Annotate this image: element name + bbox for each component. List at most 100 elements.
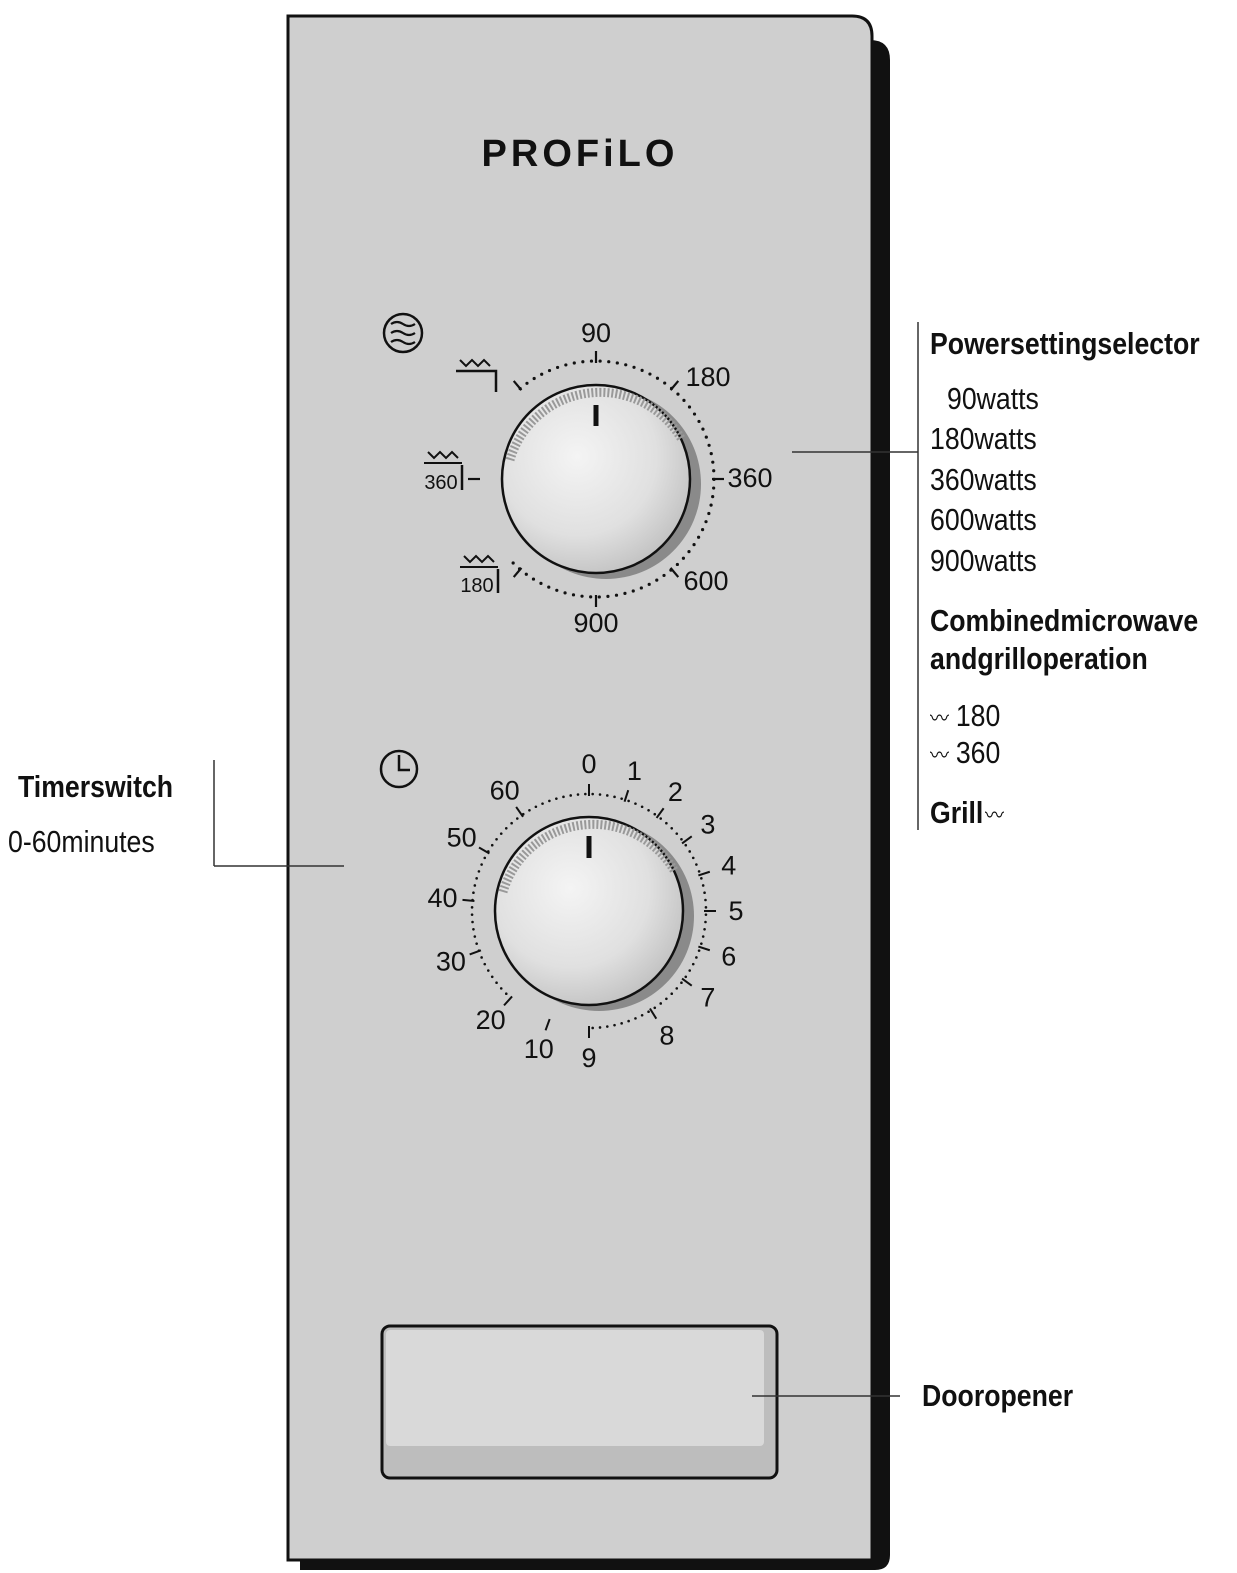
dial-dot [700,942,703,945]
dial-dot [653,1006,657,1010]
dial-dot [524,572,528,576]
dial-dot [704,913,708,916]
dial-dot [634,802,637,805]
dial-dot [607,360,611,364]
timer-dial-label-3: 3 [700,810,715,840]
dial-dot [704,898,707,902]
dial-dot [703,928,706,931]
dial-dot [688,969,692,972]
dial-dot [695,956,698,959]
dial-dot [662,573,666,578]
timer-dial-label-30: 30 [436,946,466,976]
dial-dot [684,843,688,847]
brand-logo: PROFiLO [482,133,679,175]
dial-dot [639,586,643,590]
dial-dot [606,594,610,598]
dial-dot [680,837,683,841]
dial-dot [703,891,706,894]
power-selector-knob[interactable] [500,383,701,579]
timer-dial-label-40: 40 [428,883,458,913]
grill-combo-180-label: 180 [460,575,493,597]
dial-dot [653,812,657,816]
dial-dot [659,817,663,820]
dial-dot [688,850,692,853]
dial-dot [704,435,708,439]
power-dial-label-900: 900 [573,608,618,638]
dial-tick [515,806,524,818]
dial-tick [649,1007,658,1020]
combined-heading-line2: andgrilloperation [930,641,1148,676]
dial-dot [701,884,705,887]
dial-dot [640,805,644,809]
dial-dot [613,795,616,799]
dial-dot [499,987,503,990]
dial-dot [676,392,680,396]
dial-dot [539,581,543,585]
dial-dot [483,856,487,860]
dial-dot [675,987,679,990]
dial-dot [480,956,483,959]
dial-tick [669,380,680,391]
power-selector-heading: Powersettingselector [930,326,1200,361]
dial-dot [504,826,508,830]
dial-dot [475,942,478,945]
timer-dial-label-5: 5 [728,896,743,926]
dial-dot [712,486,716,490]
timer-switch-knob[interactable] [493,815,694,1011]
timer-dial-scale [462,784,716,1038]
dial-tick [681,977,693,987]
timer-dial-label-20: 20 [476,1005,506,1035]
timer-dial-label-2: 2 [668,777,683,807]
dial-dot [571,593,576,597]
combined-option-180: 〰180 [930,698,1000,734]
dial-dot [580,594,584,598]
dial-tick [681,835,693,845]
dial-dot [606,794,609,797]
dial-dot [627,1019,630,1023]
timer-dial-label-9: 9 [581,1043,596,1073]
power-option-900: 900watts [930,543,1037,578]
dial-dot [655,376,660,380]
dial-dot [707,443,711,447]
dial-dot [472,928,475,931]
dial-dot [697,535,701,539]
combined-option-180-label: 180 [955,698,1001,733]
dial-dot [704,920,707,924]
dial-dot [471,920,474,924]
dial-dot [709,503,713,507]
timer-dial-label-50: 50 [447,823,477,853]
dial-dot [631,589,635,593]
dial-dot [473,935,477,938]
door-opener-button[interactable] [380,1324,779,1480]
dial-dot [647,582,651,586]
power-dial-label-180: 180 [685,362,730,392]
dial-dot [480,863,483,866]
dial-dot [647,1010,650,1014]
power-dial-scale [468,351,724,607]
timer-dial-label-1: 1 [627,756,642,786]
dial-dot [499,832,503,835]
dial-dot [483,962,487,966]
dial-dot [687,405,692,409]
dial-dot [547,585,551,589]
dial-dot [670,992,674,996]
dial-dot [534,805,538,809]
dial-tick [478,846,490,855]
dial-dot [531,577,536,581]
dial-dot [640,368,644,372]
dial-dot [555,797,558,800]
dial-dot [589,595,593,599]
dial-dot [591,1026,594,1030]
dial-dot [712,469,716,473]
dial-dot [510,821,513,825]
dial-dot [584,792,587,796]
dial-dot [647,808,650,812]
power-dial-label-600: 600 [683,566,728,596]
dial-tick [462,898,475,902]
timer-dial-label-4: 4 [721,851,736,881]
dial-dot [675,832,679,835]
dial-dot [473,884,477,887]
door-opener-label: Dooropener [922,1378,1074,1413]
